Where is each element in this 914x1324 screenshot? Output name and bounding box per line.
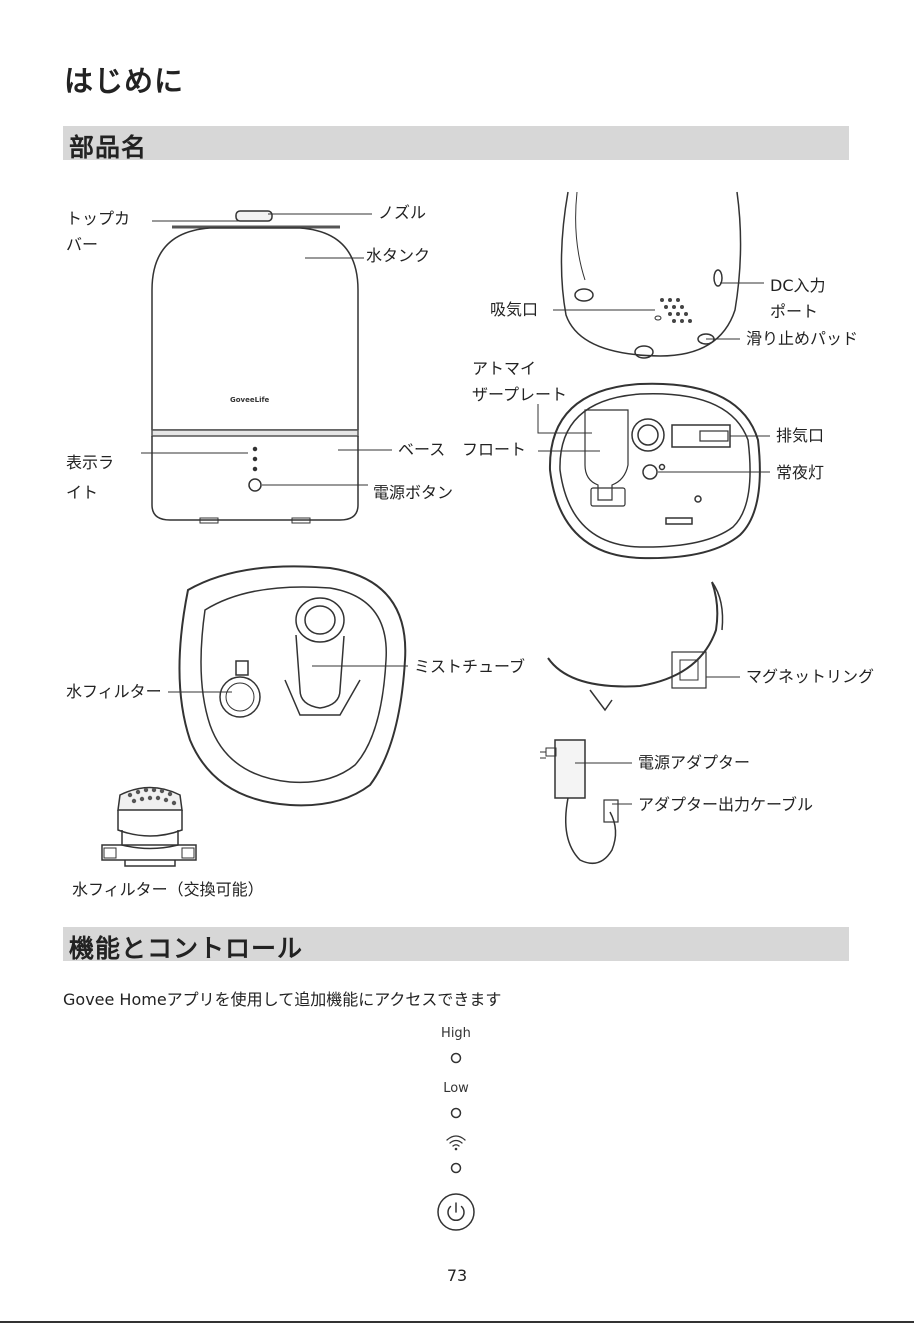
control-label-low: Low xyxy=(426,1081,486,1096)
label-water-tank: 水タンク xyxy=(366,243,430,269)
label-replaceable-filter: 水フィルター（交換可能） xyxy=(72,877,264,903)
label-power-adapter: 電源アダプター xyxy=(638,750,750,776)
label-power-button: 電源ボタン xyxy=(373,480,453,506)
label-base: ベース xyxy=(398,437,445,463)
label-exhaust: 排気口 xyxy=(776,423,824,449)
brand-logo: GoveeLife xyxy=(230,396,269,404)
high-indicator-icon xyxy=(449,1051,463,1065)
label-antislip-pad: 滑り止めパッド xyxy=(746,326,858,352)
power-button-icon[interactable] xyxy=(436,1192,476,1232)
label-magnet-ring: マグネットリング xyxy=(746,664,874,690)
label-water-filter: 水フィルター xyxy=(66,679,162,705)
base-bottom-illustration xyxy=(561,192,740,358)
bottom-rule xyxy=(0,1321,914,1323)
power-adapter-illustration xyxy=(540,740,618,863)
base-top-illustration xyxy=(550,384,760,558)
label-intake: 吸気口 xyxy=(490,297,538,323)
controls-intro: Govee Homeアプリを使用して追加機能にアクセスできます xyxy=(63,986,501,1010)
label-dc-input: DC入力 ポート xyxy=(770,273,826,325)
label-indicator: 表示ラ イト xyxy=(66,448,114,508)
wifi-indicator-icon xyxy=(449,1161,463,1175)
label-top-cover: トップカ バー xyxy=(66,206,130,258)
label-adapter-cable: アダプター出力ケーブル xyxy=(638,792,813,818)
label-float: フロート xyxy=(462,437,526,463)
wifi-icon xyxy=(444,1133,468,1151)
leader-lines xyxy=(141,214,770,804)
label-nozzle: ノズル xyxy=(378,200,426,226)
label-night-light: 常夜灯 xyxy=(776,460,824,486)
lid-magnet-illustration xyxy=(548,582,723,710)
control-label-high: High xyxy=(426,1026,486,1041)
page-number: 73 xyxy=(437,1266,477,1285)
replaceable-filter-illustration xyxy=(102,788,196,867)
label-atomizer: アトマイ ザープレート xyxy=(472,356,567,408)
low-indicator-icon xyxy=(449,1106,463,1120)
tank-interior-illustration xyxy=(179,566,405,805)
label-mist-tube: ミストチューブ xyxy=(414,654,525,680)
